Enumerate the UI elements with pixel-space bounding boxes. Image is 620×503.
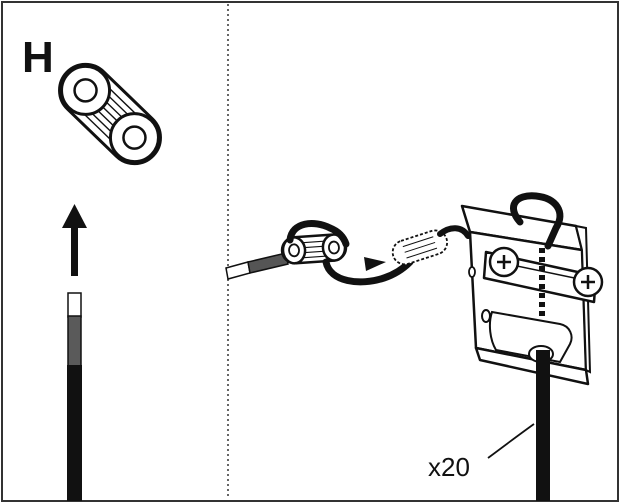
wire-loop-lower bbox=[322, 258, 414, 286]
cable-loop bbox=[510, 192, 564, 250]
incoming-wire bbox=[225, 252, 289, 280]
quantity-label: x20 bbox=[428, 452, 470, 482]
left-panel bbox=[58, 62, 162, 501]
terminal-screw-icon bbox=[488, 246, 520, 278]
mounting-bracket-icon bbox=[460, 204, 598, 386]
stripped-wire-icon bbox=[67, 292, 82, 501]
wire-loop-upper bbox=[286, 220, 350, 248]
quantity-leader-line bbox=[487, 423, 535, 459]
inserted-ferrule bbox=[391, 229, 449, 266]
right-panel bbox=[225, 192, 604, 501]
step-letter: H bbox=[22, 33, 54, 82]
inserted-wire-end bbox=[437, 225, 471, 239]
routing-arrow-icon bbox=[364, 257, 386, 271]
crimp-ferrule-icon bbox=[280, 233, 348, 265]
main-cable bbox=[536, 248, 550, 501]
terminal-screw-icon bbox=[572, 266, 604, 298]
insert-arrow-icon bbox=[62, 204, 87, 276]
crimp-ferrule-icon bbox=[58, 62, 162, 166]
